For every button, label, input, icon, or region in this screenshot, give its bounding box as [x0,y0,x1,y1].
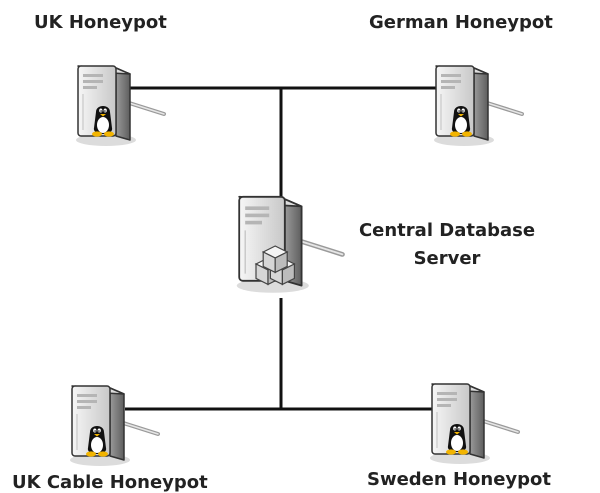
uk-honeypot-label: UK Honeypot [34,12,167,33]
uk-cable-honeypot-node: UK Cable Honeypot [12,386,208,493]
network-links [125,86,440,411]
german-honeypot-label: German Honeypot [369,12,553,33]
linux-server-icon [434,66,522,146]
central-server-node: Central Database Server [237,197,535,293]
uk-cable-honeypot-label: UK Cable Honeypot [12,472,208,493]
uk-honeypot-node: UK Honeypot [34,12,167,146]
central-server-label-line1: Central Database [359,220,535,241]
sweden-honeypot-label: Sweden Honeypot [367,469,551,490]
database-server-icon [237,197,343,293]
linux-server-icon [430,384,518,464]
german-honeypot-node: German Honeypot [369,12,553,146]
sweden-honeypot-node: Sweden Honeypot [367,384,551,490]
central-server-label-line2: Server [414,248,481,269]
linux-server-icon [76,66,164,146]
linux-server-icon [70,386,158,466]
